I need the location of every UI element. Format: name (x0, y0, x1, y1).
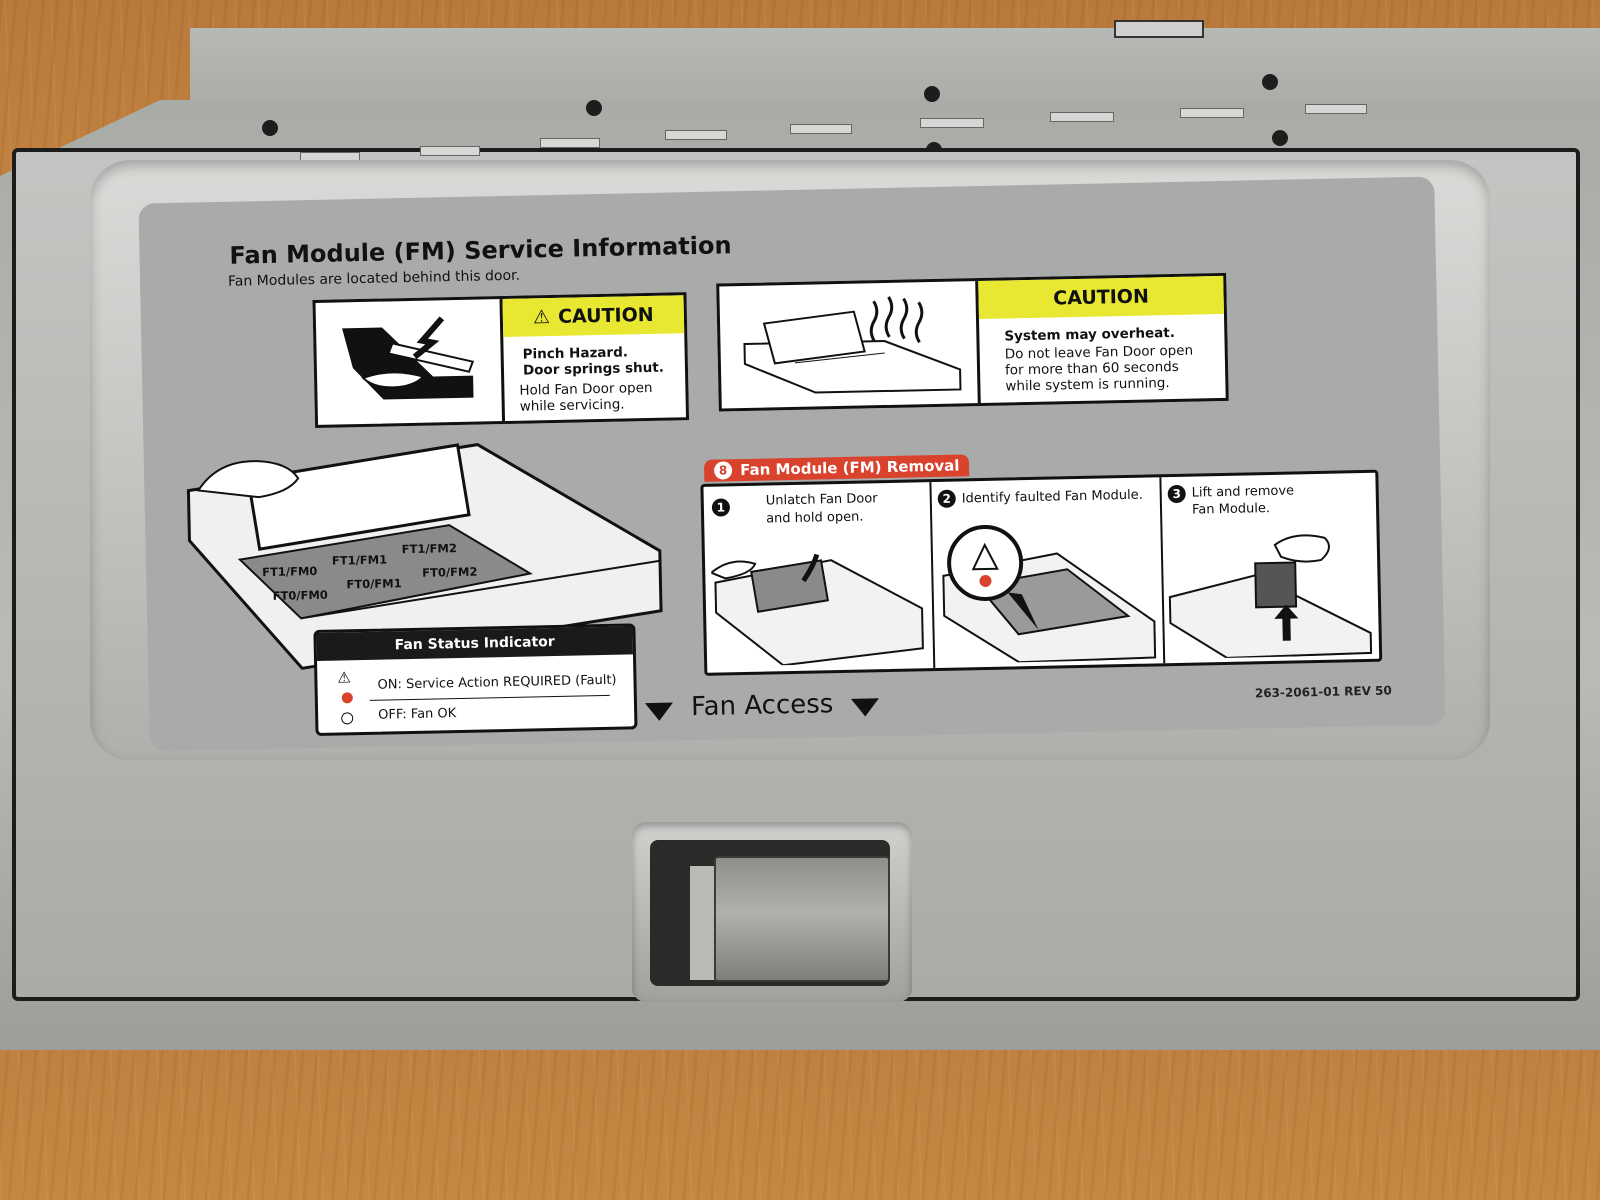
server-open-door-illustration (186, 443, 663, 670)
caution-pinch-panel: ⚠ CAUTION Pinch Hazard. Door springs shu… (312, 292, 690, 428)
hinge-knuckle (790, 124, 852, 134)
removal-step-number: 8 (713, 461, 733, 480)
pinch-hazard-illustration (342, 316, 475, 400)
fan-access-text: Fan Access (690, 689, 834, 723)
status-on-text: ON: Service Action REQUIRED (Fault) (377, 672, 617, 693)
service-label: Fan Module (FM) Service Information Fan … (138, 176, 1446, 752)
hinge-knuckle (920, 118, 984, 128)
door-latch-button[interactable] (714, 856, 890, 982)
status-header: Fan Status Indicator (316, 626, 633, 661)
caution-left-line2: Door springs shut. (522, 359, 665, 379)
ok-led-icon (341, 712, 354, 725)
overheat-server-illustration (743, 296, 962, 394)
hinge-knuckle (665, 130, 727, 140)
screw-hole (1272, 130, 1288, 146)
caution-header-right: CAUTION (978, 275, 1224, 320)
fault-led-icon (341, 692, 353, 704)
step-divider (929, 482, 936, 669)
screw-hole (1262, 74, 1278, 90)
screw-hole (586, 100, 602, 116)
fan-slot-label: FT1/FM1 (331, 552, 388, 568)
arrow-down-icon (851, 698, 880, 717)
step-1-text1: Unlatch Fan Door (765, 491, 878, 509)
caution-overheat-panel: CAUTION System may overheat. Do not leav… (716, 272, 1229, 412)
fan-status-indicator-box: Fan Status Indicator ⚠ ON: Service Actio… (313, 623, 638, 737)
fan-slot-label: FT0/FM0 (272, 587, 329, 603)
step-3-text: Lift and remove Fan Module. (1192, 482, 1295, 518)
caution-right-line1: System may overheat. (1004, 324, 1176, 345)
warning-triangle-icon: ⚠ (532, 306, 551, 329)
fan-slot-label: FT1/FM0 (262, 563, 318, 580)
fan-slot-label: FT0/FM2 (422, 564, 478, 580)
tray-slot (1114, 20, 1204, 38)
removal-header: Fan Module (FM) Removal (739, 456, 960, 480)
hinge-knuckle (1180, 108, 1244, 118)
step-1-illustration (710, 553, 924, 667)
part-number: 263-2061-01 REV 50 (1254, 683, 1392, 701)
caution-left-line4: while servicing. (519, 396, 625, 415)
removal-tab: 8 Fan Module (FM) Removal (703, 454, 970, 482)
status-divider (369, 694, 610, 701)
step-3-text1: Lift and remove (1191, 483, 1295, 501)
step-3: 3 Lift and remove Fan Module. (1167, 482, 1295, 519)
fan-slot-label: FT0/FM1 (346, 576, 402, 592)
step-2-text1: Identify faulted Fan Module. (961, 487, 1143, 506)
status-off-text: OFF: Fan OK (378, 706, 457, 723)
step-3-text2: Fan Module. (1191, 500, 1271, 518)
fan-access-marker: Fan Access (644, 688, 880, 723)
hinge-knuckle (540, 138, 600, 148)
removal-steps-panel: 1 Unlatch Fan Door and hold open. 2 Iden… (700, 469, 1383, 676)
fan-slot-label: FT1/FM2 (401, 541, 458, 557)
step-number: 1 (711, 498, 731, 517)
step-1: 1 (711, 496, 731, 517)
label-subtitle: Fan Modules are located behind this door… (227, 267, 521, 290)
step-2-illustration (942, 524, 1157, 664)
screw-hole (924, 86, 940, 102)
caution-right-line4: while system is running. (1005, 375, 1170, 395)
step-1-text2: and hold open. (765, 509, 864, 527)
warning-triangle-icon: ⚠ (337, 668, 352, 687)
latch-side-plate (690, 866, 718, 980)
hinge-knuckle (1305, 104, 1367, 114)
hinge-knuckle (420, 146, 480, 156)
label-title: Fan Module (FM) Service Information (229, 231, 732, 270)
arrow-down-icon (644, 702, 674, 722)
step-3-illustration (1168, 534, 1373, 659)
caution-header-text: CAUTION (1053, 285, 1150, 310)
step-number: 3 (1167, 484, 1186, 504)
hinge-knuckle (1050, 112, 1114, 122)
screw-hole (262, 120, 278, 136)
caution-header-text: CAUTION (557, 303, 654, 328)
step-number: 2 (937, 489, 956, 508)
step-2: 2 Identify faulted Fan Module. (937, 486, 1143, 508)
caution-header-left: ⚠ CAUTION (502, 295, 685, 338)
